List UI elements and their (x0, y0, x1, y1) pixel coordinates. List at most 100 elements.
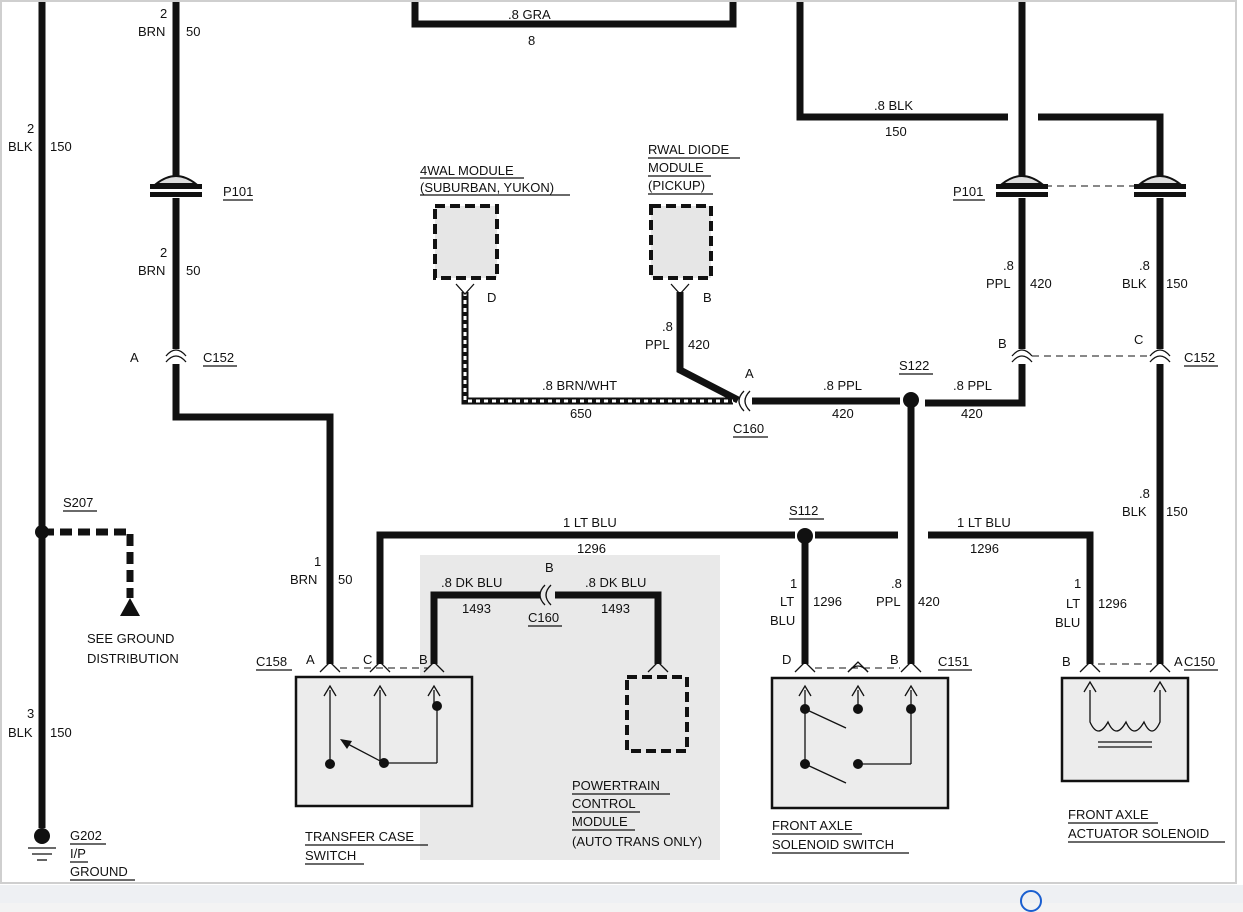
act-ltblu-gauge: 1 (1074, 576, 1081, 591)
p101-right-connector (996, 175, 1186, 197)
c152-left-label: C152 (203, 350, 234, 365)
c158-pin-b: B (419, 652, 428, 667)
blk-top-wire (796, 0, 1008, 121)
gra-wire-color: .8 GRA (508, 7, 551, 22)
c158-pin-c: C (363, 652, 372, 667)
p101-left-label: P101 (223, 184, 253, 199)
r-blk-circuit: 150 (1166, 276, 1188, 291)
r-blk-gauge: .8 (1139, 258, 1150, 273)
fa-ltblu-color2: BLU (770, 613, 795, 628)
ppl-right-color: .8 PPL (953, 378, 992, 393)
r-ppl-color: PPL (986, 276, 1011, 291)
fa-ppl-circuit: 420 (918, 594, 940, 609)
rwal-title-3: (PICKUP) (648, 178, 705, 193)
see-ground-1: SEE GROUND (87, 631, 174, 646)
act-ltblu-color1: LT (1066, 596, 1080, 611)
g202-ip: I/P (70, 846, 86, 861)
s122-splice (903, 392, 919, 408)
g202-label: G202 (70, 828, 102, 843)
ground-arrow-icon (120, 598, 140, 616)
front-axle-solenoid-switch (770, 665, 950, 810)
dkblu-right-circuit: 1493 (601, 601, 630, 616)
rwal-wire-gauge: .8 (662, 319, 673, 334)
ppl-mid-color: .8 PPL (823, 378, 862, 393)
dkblu-right-wire (555, 591, 662, 664)
4wal-pin-d (455, 283, 475, 295)
4wal-module-box (433, 204, 499, 280)
4wal-title-1: 4WAL MODULE (420, 163, 514, 178)
c150-pin-a: A (1174, 654, 1183, 669)
4wal-title-2: (SUBURBAN, YUKON) (420, 180, 554, 195)
left-brn2-color: BRN (138, 263, 165, 278)
left-blk3-color: BLK (8, 725, 33, 740)
r-ppl-gauge: .8 (1003, 258, 1014, 273)
ppl-right-circuit: 420 (961, 406, 983, 421)
s112-label: S112 (789, 503, 818, 518)
dkblu-left-circuit: 1493 (462, 601, 491, 616)
c152-left-connector (165, 349, 187, 363)
g202-ground-icon (28, 828, 56, 861)
act-ltblu-circuit: 1296 (1098, 596, 1127, 611)
dkblu-right-color: .8 DK BLU (585, 575, 646, 590)
ltblu-left-wire (376, 531, 795, 664)
ltblu-left-color: 1 LT BLU (563, 515, 617, 530)
blk-top-color: .8 BLK (874, 98, 913, 113)
s122-label: S122 (899, 358, 929, 373)
left-brn-gauge: 2 (160, 6, 167, 21)
pcm-title-2: CONTROL (572, 796, 636, 811)
r-blk2-circuit: 150 (1166, 504, 1188, 519)
c152-left-pin: A (130, 350, 139, 365)
fa-ppl-gauge: .8 (891, 576, 902, 591)
blk-top-circuit: 150 (885, 124, 907, 139)
c152-right-connector (1011, 349, 1171, 363)
s112-splice (797, 528, 813, 544)
s207-branch-wire (42, 528, 134, 598)
r-blk2-gauge: .8 (1139, 486, 1150, 501)
tcs-title-2: SWITCH (305, 848, 356, 863)
c160-b-connector (539, 584, 552, 606)
c160-b-pin: B (545, 560, 554, 575)
pcm-title-4: (AUTO TRANS ONLY) (572, 834, 702, 849)
ltblu-left-circuit: 1296 (577, 541, 606, 556)
rwal-wire-color: PPL (645, 337, 670, 352)
rwal-wire-circuit: 420 (688, 337, 710, 352)
fa-act-title-1: FRONT AXLE (1068, 807, 1149, 822)
c158-label: C158 (256, 654, 287, 669)
blk-top-wire-right (1038, 113, 1164, 180)
fas-title-1: FRONT AXLE (772, 818, 853, 833)
brnwht-color: .8 BRN/WHT (542, 378, 617, 393)
ltblu-right-color: 1 LT BLU (957, 515, 1011, 530)
fa-ltblu-color1: LT (780, 594, 794, 609)
c160-a-connector (738, 390, 751, 412)
pcm-title-3: MODULE (572, 814, 628, 829)
info-icon[interactable] (1020, 890, 1042, 912)
fa-act-title-2: ACTUATOR SOLENOID (1068, 826, 1209, 841)
brn-low-circuit: 50 (338, 572, 352, 587)
r-blk2-color: BLK (1122, 504, 1147, 519)
s207-label: S207 (63, 495, 93, 510)
c151-label: C151 (938, 654, 969, 669)
left-blk3-circuit: 150 (50, 725, 72, 740)
left-brn2-gauge: 2 (160, 245, 167, 260)
c152-right-pin-b: B (998, 336, 1007, 351)
s207-splice (35, 525, 49, 539)
ltblu-right-circuit: 1296 (970, 541, 999, 556)
dkblu-left-wire (430, 591, 540, 664)
rwal-pin-label: B (703, 290, 712, 305)
ppl-mid-circuit: 420 (832, 406, 854, 421)
rwal-title-2: MODULE (648, 160, 704, 175)
gra-wire-circuit: 8 (528, 33, 535, 48)
see-ground-2: DISTRIBUTION (87, 651, 179, 666)
brn-low-color: BRN (290, 572, 317, 587)
c151-pin-d: D (782, 652, 791, 667)
p101-left-connector (150, 175, 202, 197)
pcm-title-1: POWERTRAIN (572, 778, 660, 793)
c150-label: C150 (1184, 654, 1215, 669)
front-axle-actuator-solenoid (1060, 676, 1190, 783)
rwal-ppl-wire (676, 292, 740, 404)
ppl-right-lower (925, 364, 1026, 407)
rwal-module-box (649, 204, 713, 280)
left-blk3-gauge: 3 (27, 706, 34, 721)
